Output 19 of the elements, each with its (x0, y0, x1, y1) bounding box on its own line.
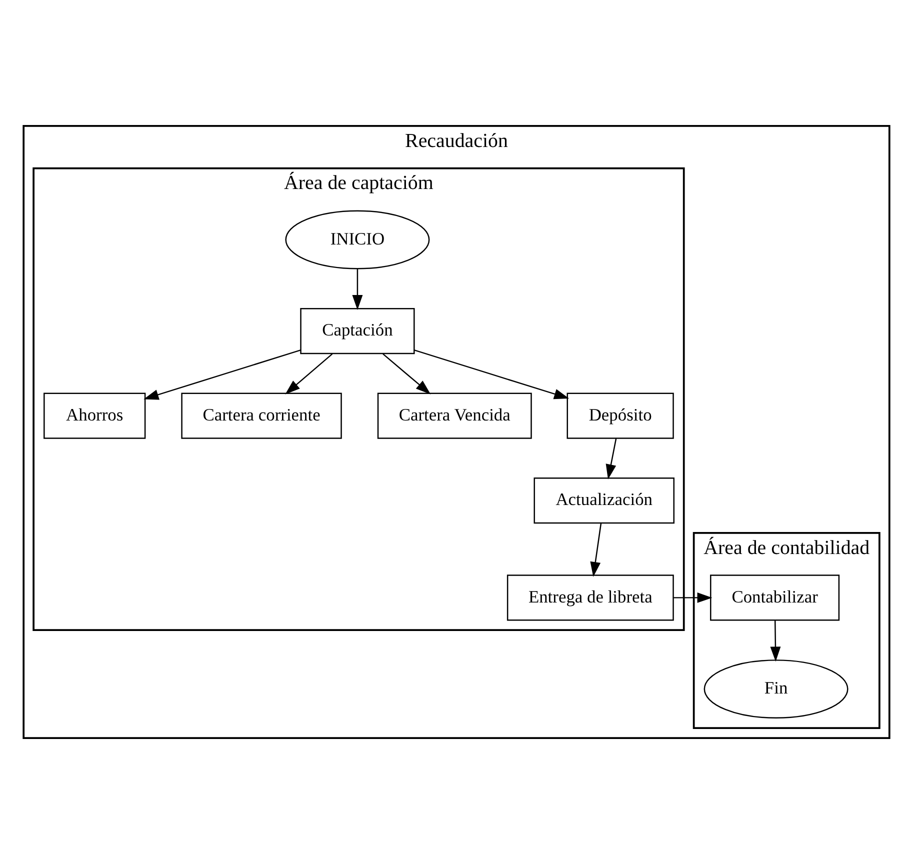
node-box: Entrega de libreta (506, 574, 674, 620)
node-box: Cartera corriente (181, 392, 342, 438)
node-box: Contabilizar (710, 574, 840, 620)
arrow (414, 348, 570, 399)
arrow (382, 352, 431, 394)
arrow (590, 522, 602, 576)
node-box: Cartera Vencida (377, 392, 532, 438)
arrow (674, 592, 712, 602)
arrow (144, 348, 301, 400)
node-ellipse: INICIO (285, 210, 430, 269)
node-box: Actualización (534, 476, 675, 524)
node-box: Captación (300, 308, 415, 354)
node-box: Depósito (566, 392, 674, 438)
node-ellipse: Fin (704, 659, 848, 718)
arrow (770, 620, 781, 662)
node-box: Ahorros (44, 392, 146, 438)
arrow (285, 352, 333, 394)
arrow (352, 268, 363, 310)
arrow (606, 438, 617, 479)
